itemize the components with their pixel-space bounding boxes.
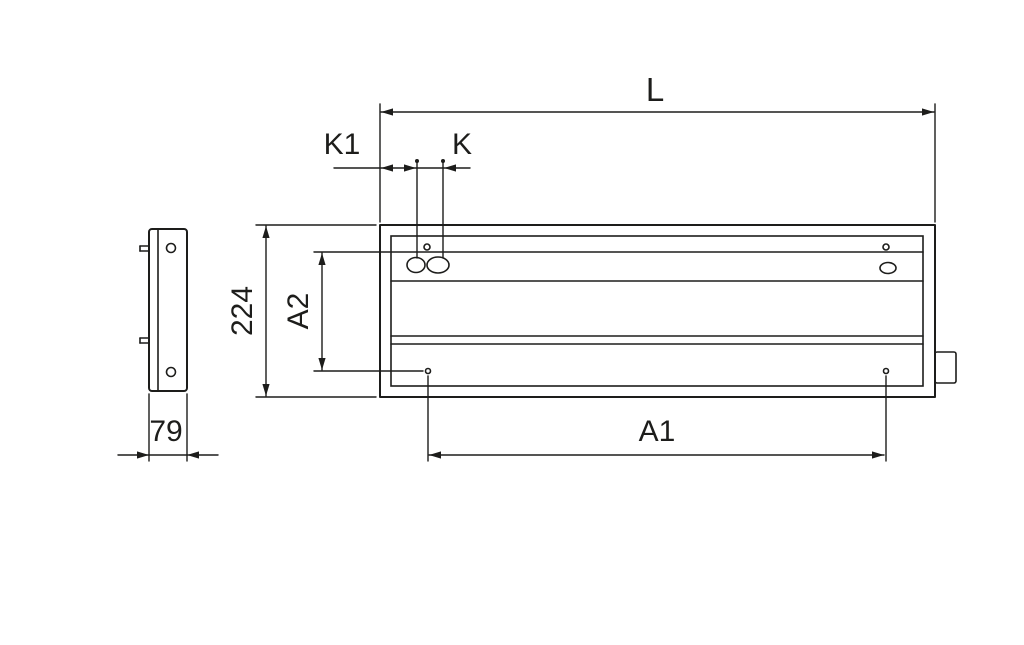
- dim-A1: A1: [427, 375, 887, 462]
- front-view: [379, 224, 957, 398]
- dim-L-arrow-left: [381, 108, 393, 116]
- dim-A1-arrow-left: [429, 451, 441, 459]
- dim-L: L: [379, 71, 936, 223]
- front-view-mount-hole-right: [882, 367, 890, 375]
- dim-depth-79: 79: [117, 393, 219, 462]
- dim-A2: A2: [282, 251, 424, 372]
- dim-label-224: 224: [226, 286, 259, 336]
- dim-224-arrow-top: [262, 226, 270, 238]
- dim-K1-K: K1 K: [324, 128, 472, 259]
- dim-K-extension-dot-left: [415, 159, 419, 163]
- dim-label-K: K: [452, 128, 472, 161]
- dim-A1-arrow-right: [872, 451, 884, 459]
- side-view: [139, 228, 188, 392]
- dim-label-A1: A1: [639, 415, 676, 448]
- dim-K1-arrow-left: [381, 164, 393, 172]
- dim-224-arrow-bottom: [262, 384, 270, 396]
- side-view-clip-top: [139, 245, 150, 252]
- dim-79-arrow-right: [187, 451, 199, 459]
- dim-A2-arrow-top: [318, 253, 326, 265]
- dim-L-arrow-right: [922, 108, 934, 116]
- dim-label-K1: K1: [324, 128, 361, 161]
- dim-K-extension-dot-right: [441, 159, 445, 163]
- dim-K1-arrow-right: [404, 164, 416, 172]
- front-view-pilot-hole-left: [423, 243, 431, 251]
- side-view-body-outline: [148, 228, 188, 392]
- dim-K-arrow-right: [444, 164, 456, 172]
- side-view-clip-bottom: [139, 337, 150, 344]
- front-view-mount-hole-left: [424, 367, 432, 375]
- side-view-screw-hole-top: [165, 242, 177, 254]
- front-view-keyhole-slot-right: [426, 256, 450, 274]
- dim-label-L: L: [646, 71, 664, 108]
- dim-79-arrow-left: [137, 451, 149, 459]
- front-view-pilot-hole-right: [882, 243, 890, 251]
- front-view-keyhole-slot-left: [406, 256, 426, 274]
- front-view-inner-frame: [390, 235, 924, 387]
- dim-label-A2: A2: [282, 293, 315, 330]
- dim-height-224: 224: [226, 224, 377, 398]
- dim-A2-arrow-bottom: [318, 358, 326, 370]
- front-view-side-tab: [934, 351, 957, 384]
- front-view-slot-right: [879, 261, 897, 275]
- front-view-body-outline: [379, 224, 936, 398]
- dim-label-79: 79: [149, 415, 182, 448]
- side-view-screw-hole-bottom: [165, 366, 177, 378]
